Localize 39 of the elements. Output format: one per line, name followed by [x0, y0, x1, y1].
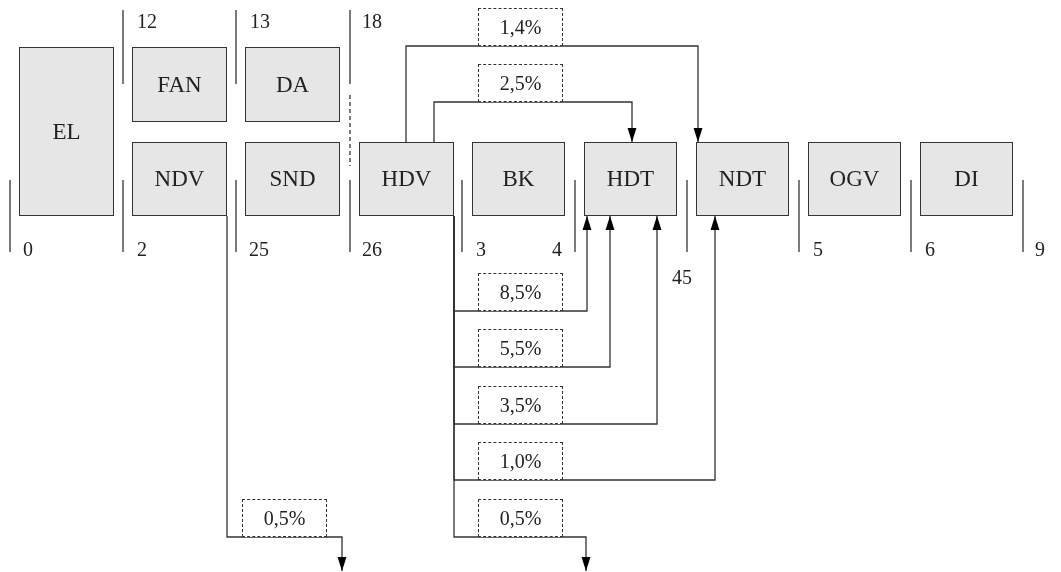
position-number: 5 [813, 238, 823, 260]
edge-label: 5,5% [478, 329, 563, 367]
position-number: 0 [23, 238, 33, 260]
edge-label: 8,5% [478, 273, 563, 311]
position-number: 4 [552, 238, 562, 260]
arrow [453, 215, 592, 312]
edge-label: 2,5% [478, 64, 563, 102]
position-number: 9 [1035, 238, 1045, 260]
position-number: 3 [476, 238, 486, 260]
process-box: OGV [808, 142, 901, 216]
position-number: 18 [362, 10, 382, 32]
process-box: FAN [132, 47, 227, 122]
edge-label: 1,4% [478, 8, 563, 46]
edge-label: 0,5% [242, 499, 327, 537]
position-number: 13 [250, 10, 270, 32]
edge-label: 0,5% [478, 499, 563, 537]
position-number: 2 [137, 238, 147, 260]
edge-label: 3,5% [478, 386, 563, 424]
arrow [405, 45, 703, 143]
position-number: 25 [249, 238, 269, 260]
position-number: 12 [137, 10, 157, 32]
process-box: EL [19, 47, 114, 216]
arrow [453, 215, 720, 481]
process-box: DA [245, 47, 340, 122]
arrow [453, 215, 615, 368]
process-box: BK [472, 142, 565, 216]
edge-label: 1,0% [478, 442, 563, 480]
arrow [453, 215, 662, 425]
process-box: DI [920, 142, 1013, 216]
arrow [226, 215, 347, 572]
process-box: HDT [584, 142, 677, 216]
process-box: NDT [696, 142, 789, 216]
process-box: HDV [359, 142, 454, 216]
process-box: SND [245, 142, 340, 216]
position-number: 26 [362, 238, 382, 260]
arrow [433, 101, 637, 143]
position-number: 45 [672, 266, 692, 288]
position-number: 6 [925, 238, 935, 260]
process-box: NDV [132, 142, 227, 216]
